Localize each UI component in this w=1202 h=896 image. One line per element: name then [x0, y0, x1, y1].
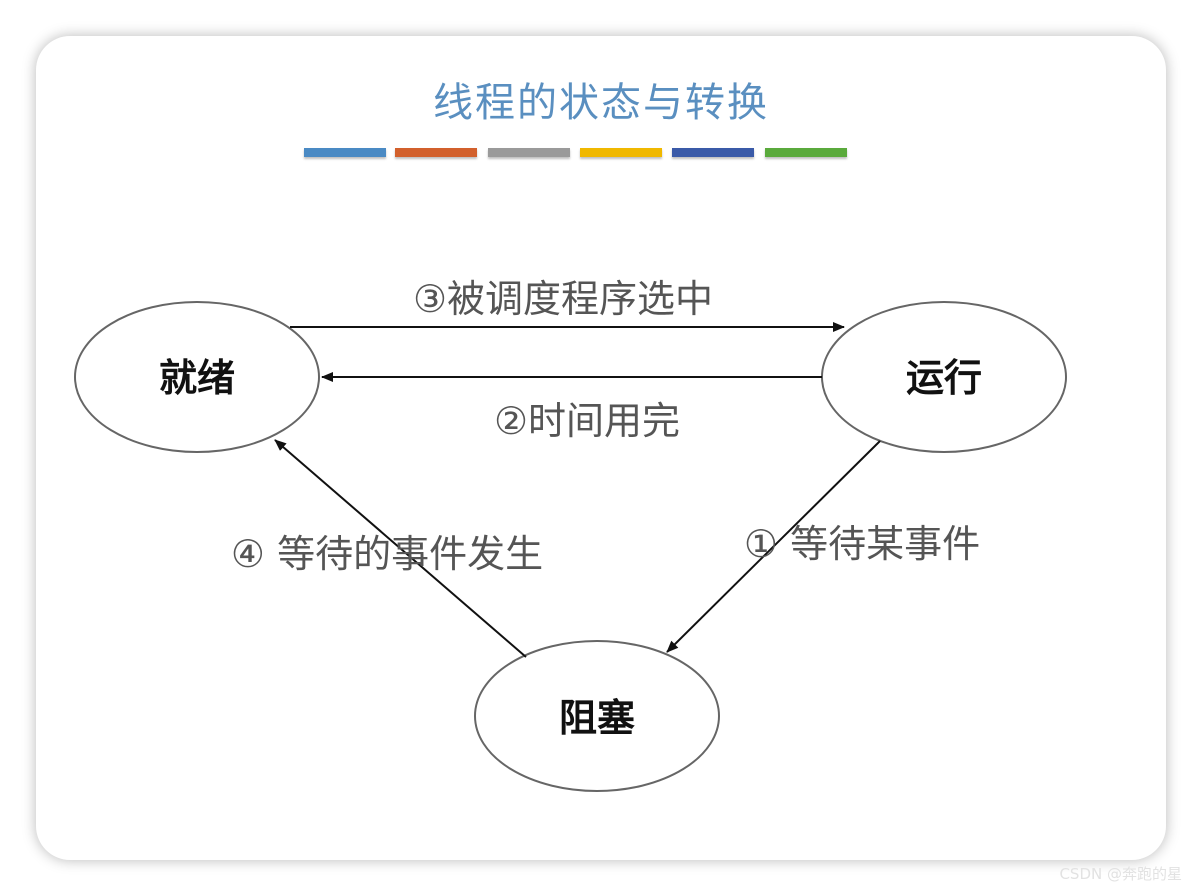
- node-running-label: 运行: [906, 356, 982, 400]
- edge-label-selected: ③被调度程序选中: [413, 277, 713, 321]
- color-bar-6: [765, 148, 847, 157]
- node-blocked-label: 阻塞: [559, 696, 635, 740]
- color-bar-5: [672, 148, 754, 157]
- diagram-title: 线程的状态与转换: [433, 80, 769, 126]
- node-blocked: [474, 640, 720, 792]
- color-bar-2: [395, 148, 477, 157]
- edge-label-wait: ① 等待某事件: [744, 522, 980, 566]
- edge-running-to-blocked: [666, 440, 881, 653]
- color-bar-1: [304, 148, 386, 157]
- edge-label-event-occurs: ④ 等待的事件发生: [231, 532, 543, 576]
- watermark: CSDN @奔跑的星: [1059, 865, 1182, 883]
- edge-blocked-to-ready: [274, 439, 527, 658]
- color-bar-4: [580, 148, 662, 157]
- node-ready-label: 就绪: [159, 356, 235, 400]
- node-ready: [74, 301, 320, 453]
- edge-label-timeout: ②时间用完: [494, 399, 680, 443]
- color-bar-3: [488, 148, 570, 157]
